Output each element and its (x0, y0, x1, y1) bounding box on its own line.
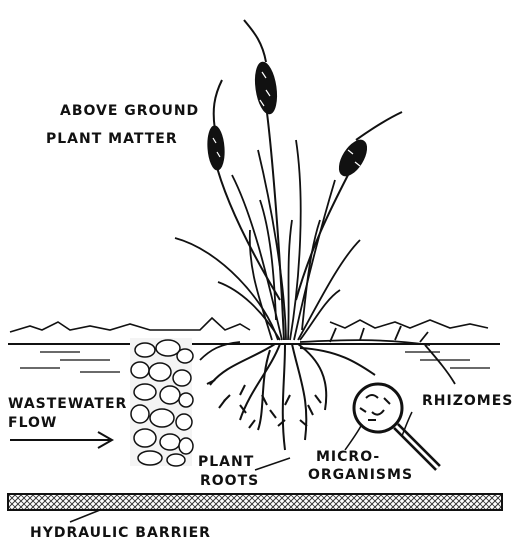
label-micro-line1: MICRO- (316, 448, 380, 466)
gravel-inlet (130, 338, 193, 466)
hydraulic-barrier (8, 494, 502, 510)
label-roots-line2: ROOTS (200, 472, 259, 490)
label-micro-line2: ORGANISMS (308, 466, 413, 484)
water-surface (8, 318, 500, 344)
flow-arrow (10, 432, 112, 448)
rhizomes-lines (200, 326, 455, 384)
label-above-ground-line2: PLANT MATTER (46, 130, 178, 148)
label-hydraulic-barrier: HYDRAULIC BARRIER (30, 524, 211, 542)
plant-roots (207, 344, 375, 450)
label-wastewater-line2: FLOW (8, 414, 57, 432)
label-rhizomes: RHIZOMES (422, 392, 513, 410)
cattail-highlights (213, 72, 360, 166)
cattail-stalks (214, 20, 402, 340)
label-roots-line1: PLANT (198, 453, 254, 471)
label-wastewater-line1: WASTEWATER (8, 395, 127, 413)
cattail-heads (206, 61, 372, 180)
plant-leaves (175, 140, 360, 340)
label-above-ground-line1: ABOVE GROUND (60, 102, 199, 120)
